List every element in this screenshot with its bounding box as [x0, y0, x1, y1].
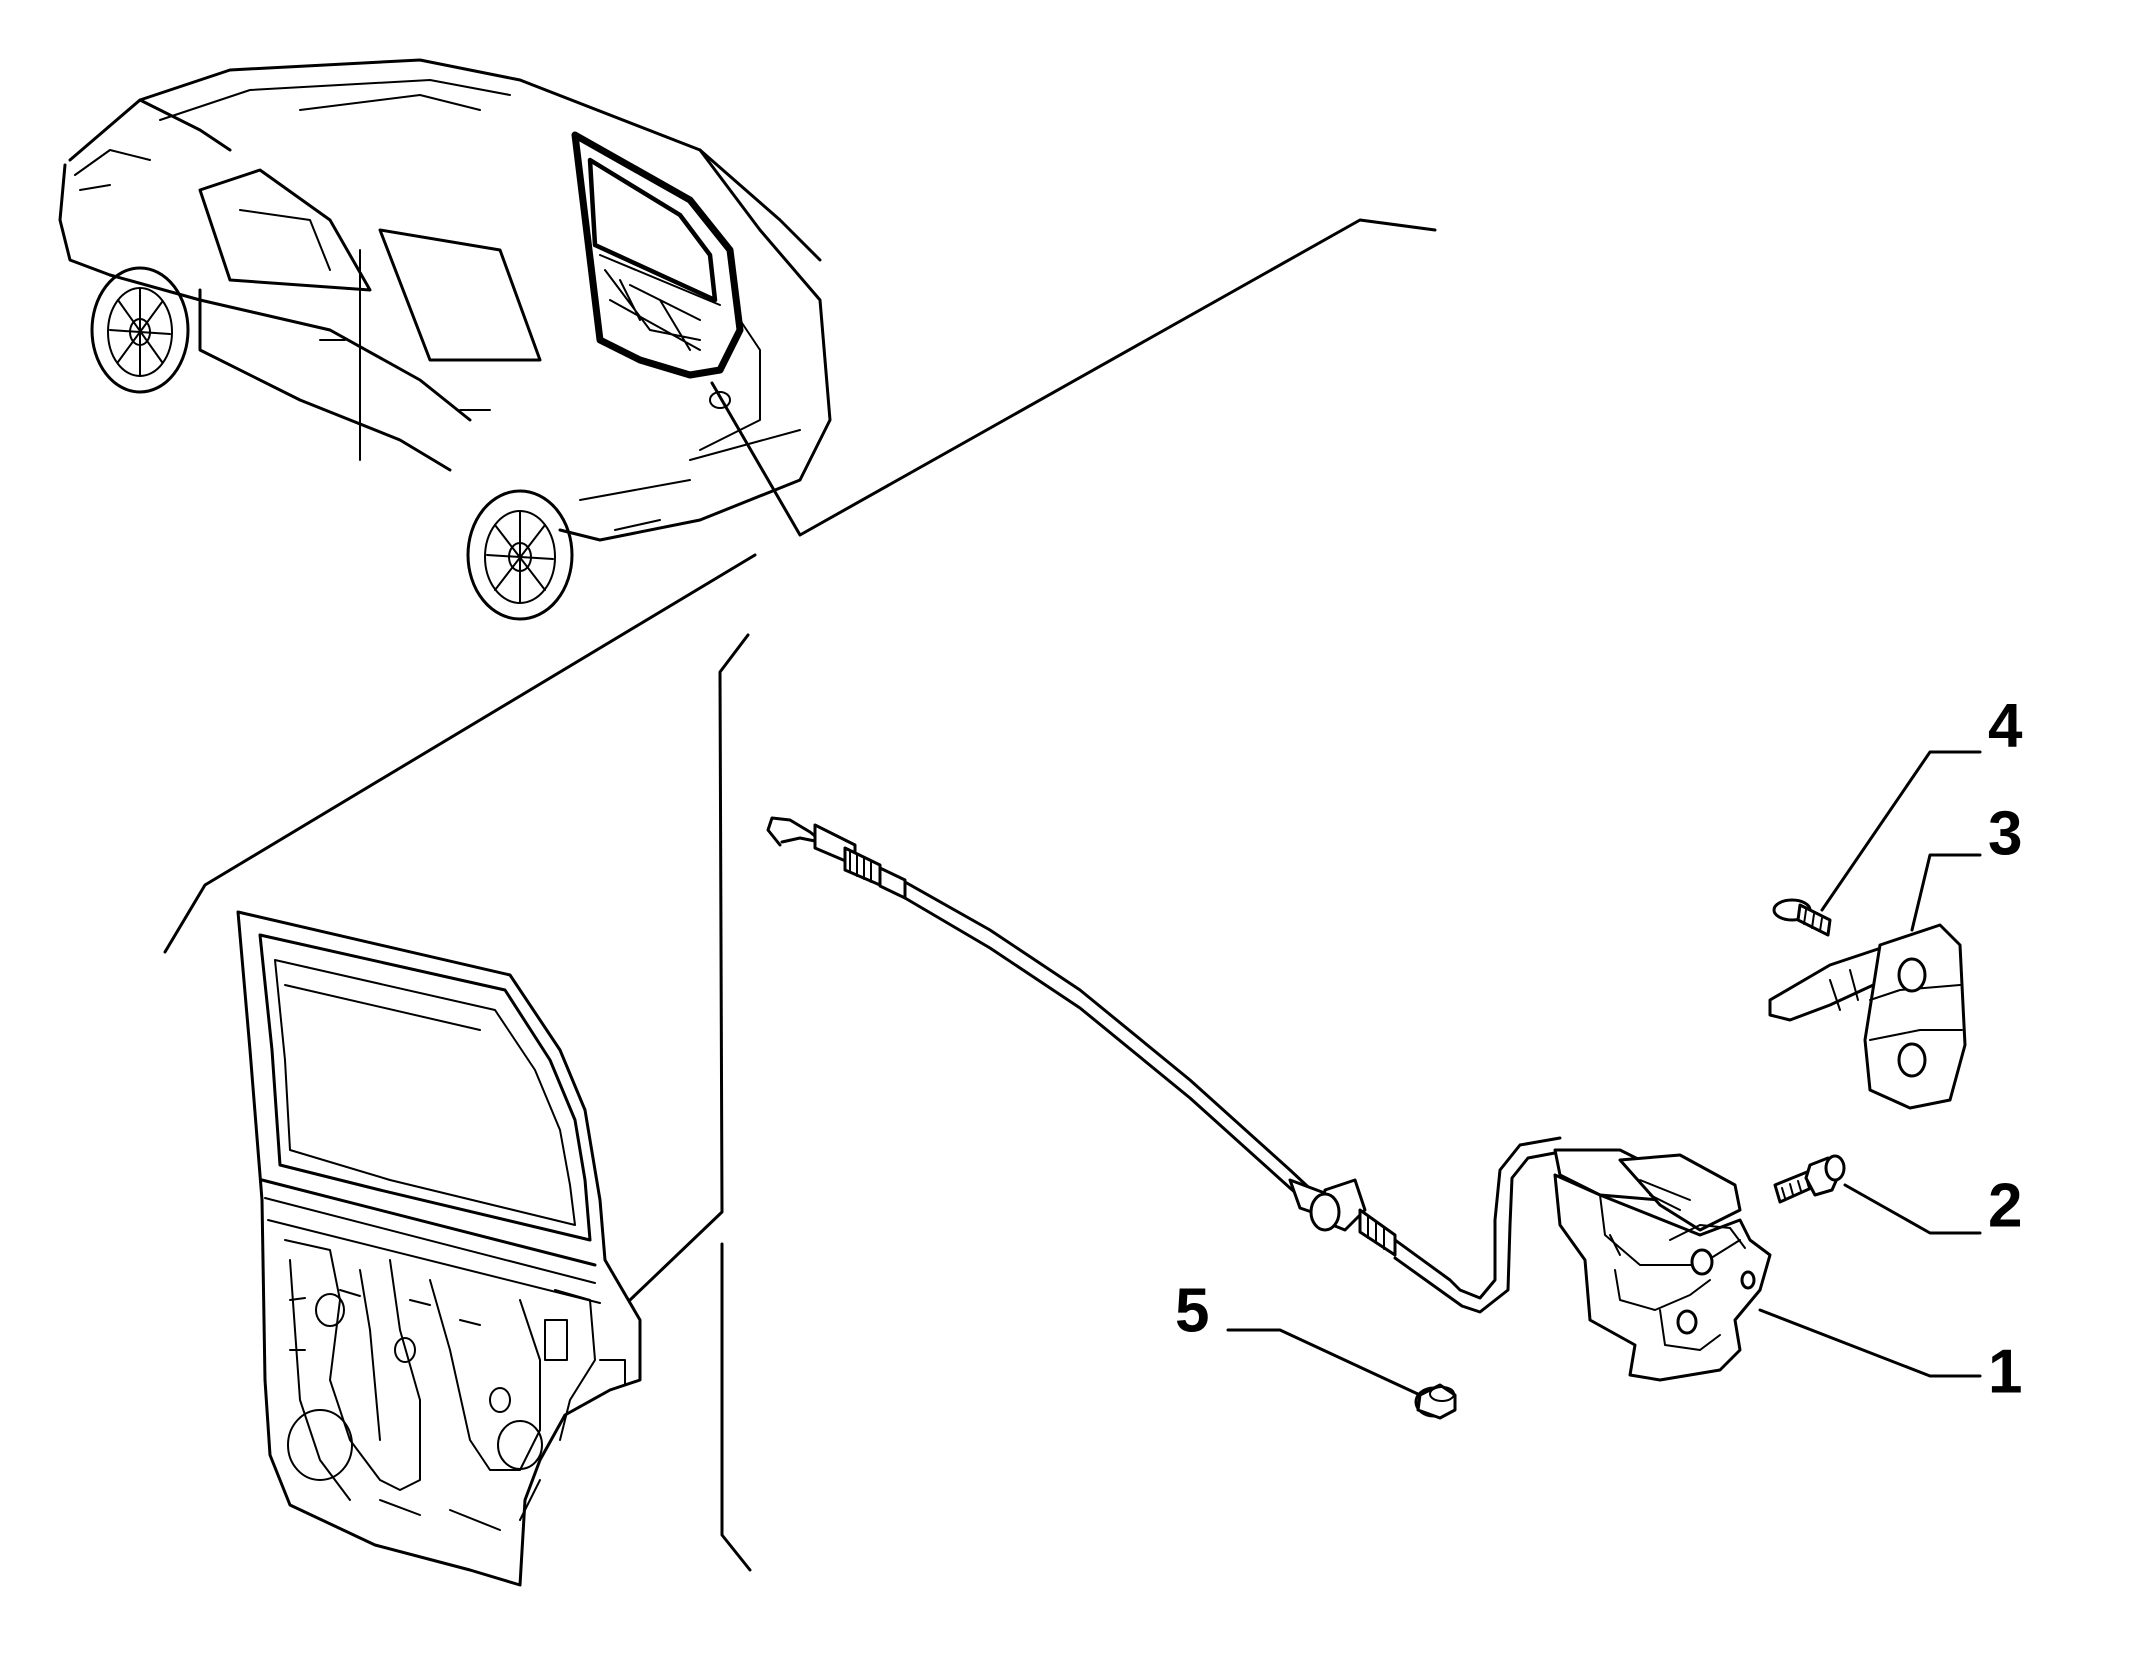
striker-screw [1772, 898, 1832, 937]
highlighted-rear-door [571, 131, 744, 379]
striker-plate [1768, 923, 1967, 1110]
leader-line-2 [1843, 1183, 1982, 1235]
rear-door-panel [236, 910, 642, 1587]
callout-5: 5 [1175, 1276, 1209, 1345]
leader-line-3 [1910, 853, 1982, 932]
front-wheel [90, 266, 190, 394]
door-latch-assembly [1553, 1148, 1772, 1382]
leader-line-5 [1226, 1328, 1422, 1397]
callout-1: 1 [1988, 1337, 2022, 1406]
callout-labels: 1 2 3 4 5 [1175, 691, 2023, 1406]
lock-screw [1773, 1154, 1846, 1204]
leader-line-1 [1758, 1308, 1982, 1378]
rear-wheel [466, 489, 574, 621]
callout-4: 4 [1988, 691, 2023, 760]
projection-lines [163, 218, 1437, 1572]
leader-line-4 [1820, 750, 1982, 912]
door-release-cable [766, 816, 1562, 1314]
callout-2: 2 [1988, 1171, 2022, 1240]
rubber-plug [1414, 1383, 1457, 1420]
leader-lines [1226, 750, 1982, 1397]
callout-3: 3 [1988, 799, 2022, 868]
car-illustration [58, 58, 832, 621]
